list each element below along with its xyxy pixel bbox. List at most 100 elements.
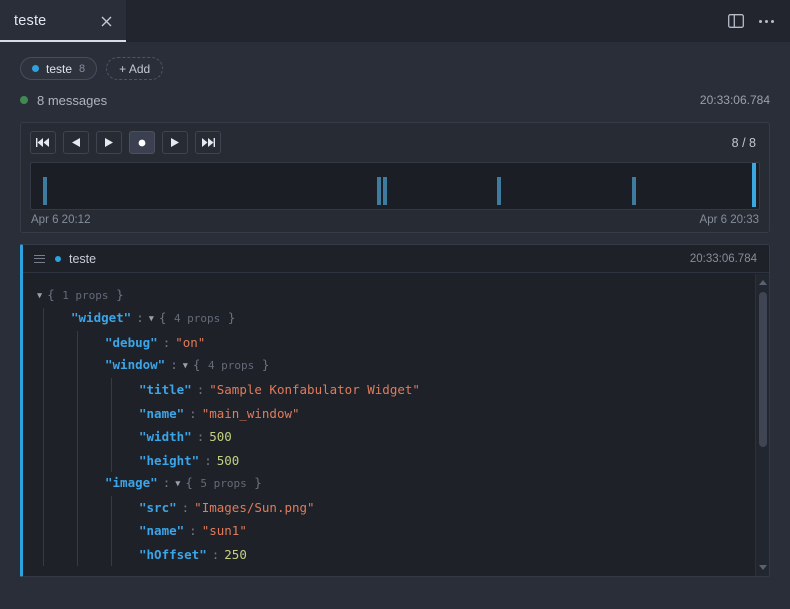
record-button[interactable] [129,131,155,154]
json-key[interactable]: "height" [139,452,200,468]
json-value[interactable]: 500 [216,452,240,468]
json-value[interactable]: "main_window" [201,405,300,421]
play-icon [105,138,113,147]
json-line-content: "image":▼{ 5 props } [37,471,262,498]
json-colon: : [211,546,220,562]
indent-guide [43,331,44,355]
json-line: "widget":▼{ 4 props } [23,307,769,331]
json-value[interactable]: "on" [175,335,206,350]
play-reverse-button[interactable] [96,131,122,154]
indent-guide [111,378,112,402]
connection-chip-teste[interactable]: teste 8 [20,57,98,80]
json-key[interactable]: "src" [139,499,177,515]
json-colon: : [189,405,197,421]
json-line-content: "debug": "on" [37,331,205,355]
json-colon: : [162,335,171,350]
scrollbar-thumb[interactable] [759,292,767,447]
json-key[interactable]: "debug" [105,335,158,350]
timeline-end-label: Apr 6 20:33 [699,214,759,226]
json-colon: : [181,499,190,515]
timeline-tick[interactable] [496,177,501,205]
timeline-tick[interactable] [43,177,48,205]
connection-chip-row: teste 8 + Add [0,42,790,82]
json-key[interactable]: "widget" [71,310,132,325]
connection-status-dot [32,65,39,72]
close-icon[interactable] [98,13,114,29]
json-key[interactable]: "window" [105,357,166,372]
json-colon: : [189,523,197,538]
json-key[interactable]: "name" [139,405,185,421]
json-colon: : [136,310,144,325]
status-row: 8 messages 20:33:06.784 [0,87,790,113]
play-icon [171,138,179,147]
timeline-start-label: Apr 6 20:12 [31,214,91,226]
indent-guide [111,542,112,566]
timeline-tick[interactable] [376,177,381,205]
timeline-labels: Apr 6 20:12 Apr 6 20:33 [30,210,760,228]
indent-guide [77,542,78,566]
json-key[interactable]: "width" [139,429,192,444]
json-expand-caret[interactable]: ▼ [175,478,181,489]
json-line: "height":500 [23,448,769,472]
indent-guide [43,307,44,331]
message-card: teste 20:33:06.784 ▼{ 1 props }"widget":… [20,244,770,577]
json-value[interactable]: 250 [224,546,247,562]
message-source-dot [55,255,61,262]
json-key[interactable]: "image" [105,474,158,490]
message-header: teste 20:33:06.784 [23,245,769,273]
hamburger-icon[interactable] [34,254,45,263]
indent-guide [77,425,78,449]
indent-guide [111,448,112,472]
json-line: "hOffset":250 [23,542,769,566]
tab-teste[interactable]: teste [0,0,126,42]
indent-guide [43,542,44,566]
chevron-up-icon[interactable] [756,276,769,289]
json-expand-caret[interactable]: ▼ [37,290,43,301]
tab-label: teste [14,13,47,29]
json-line-content: "src":"Images/Sun.png" [37,496,315,520]
skip-to-end-button[interactable] [195,131,221,154]
indent-guide [111,495,112,519]
json-brace-close: } [254,357,270,372]
json-key[interactable]: "hOffset" [139,546,207,562]
json-value[interactable]: "sun1" [201,523,247,538]
json-key[interactable]: "title" [139,382,192,397]
indent-guide [77,472,78,496]
message-status-dot [20,96,28,104]
chevron-down-icon[interactable] [756,561,769,574]
json-colon: : [196,429,205,444]
json-line-content: "name": "sun1" [37,519,247,543]
json-value[interactable]: 500 [209,429,232,444]
json-line: "window":▼{ 4 props } [23,353,769,380]
timeline-tick[interactable] [631,177,636,205]
frame-counter: 8 / 8 [731,135,756,150]
json-expand-caret[interactable]: ▼ [148,314,154,324]
split-panel-icon[interactable] [727,12,745,30]
indent-guide [77,354,78,378]
play-forward-button[interactable] [162,131,188,154]
indent-guide [43,425,44,449]
timeline-playhead[interactable] [752,163,757,207]
skip-to-start-button[interactable] [30,131,56,154]
json-value[interactable]: "Images/Sun.png" [194,499,315,515]
status-timestamp: 20:33:06.784 [699,93,770,107]
json-brace-close: } [246,474,262,490]
json-expand-caret[interactable]: ▼ [182,361,188,371]
json-colon: : [204,452,212,468]
timeline-track[interactable] [30,162,760,210]
json-value[interactable]: "Sample Konfabulator Widget" [209,382,420,397]
json-brace-close: } [220,310,236,325]
connection-chip-count: 8 [79,62,86,75]
json-props-count: 4 props [173,312,221,325]
json-line: "src":"Images/Sun.png" [23,495,769,520]
json-line-content: "window":▼{ 4 props } [37,353,269,380]
step-back-button[interactable] [63,131,89,154]
indent-guide [77,448,78,472]
timeline-tick[interactable] [383,177,388,205]
transport-controls: 8 / 8 [30,131,760,154]
json-scrollbar[interactable] [755,274,769,576]
json-key[interactable]: "name" [139,523,185,538]
add-connection-button[interactable]: + Add [106,57,164,80]
indent-guide [43,472,44,496]
ellipsis-icon[interactable] [759,12,774,30]
